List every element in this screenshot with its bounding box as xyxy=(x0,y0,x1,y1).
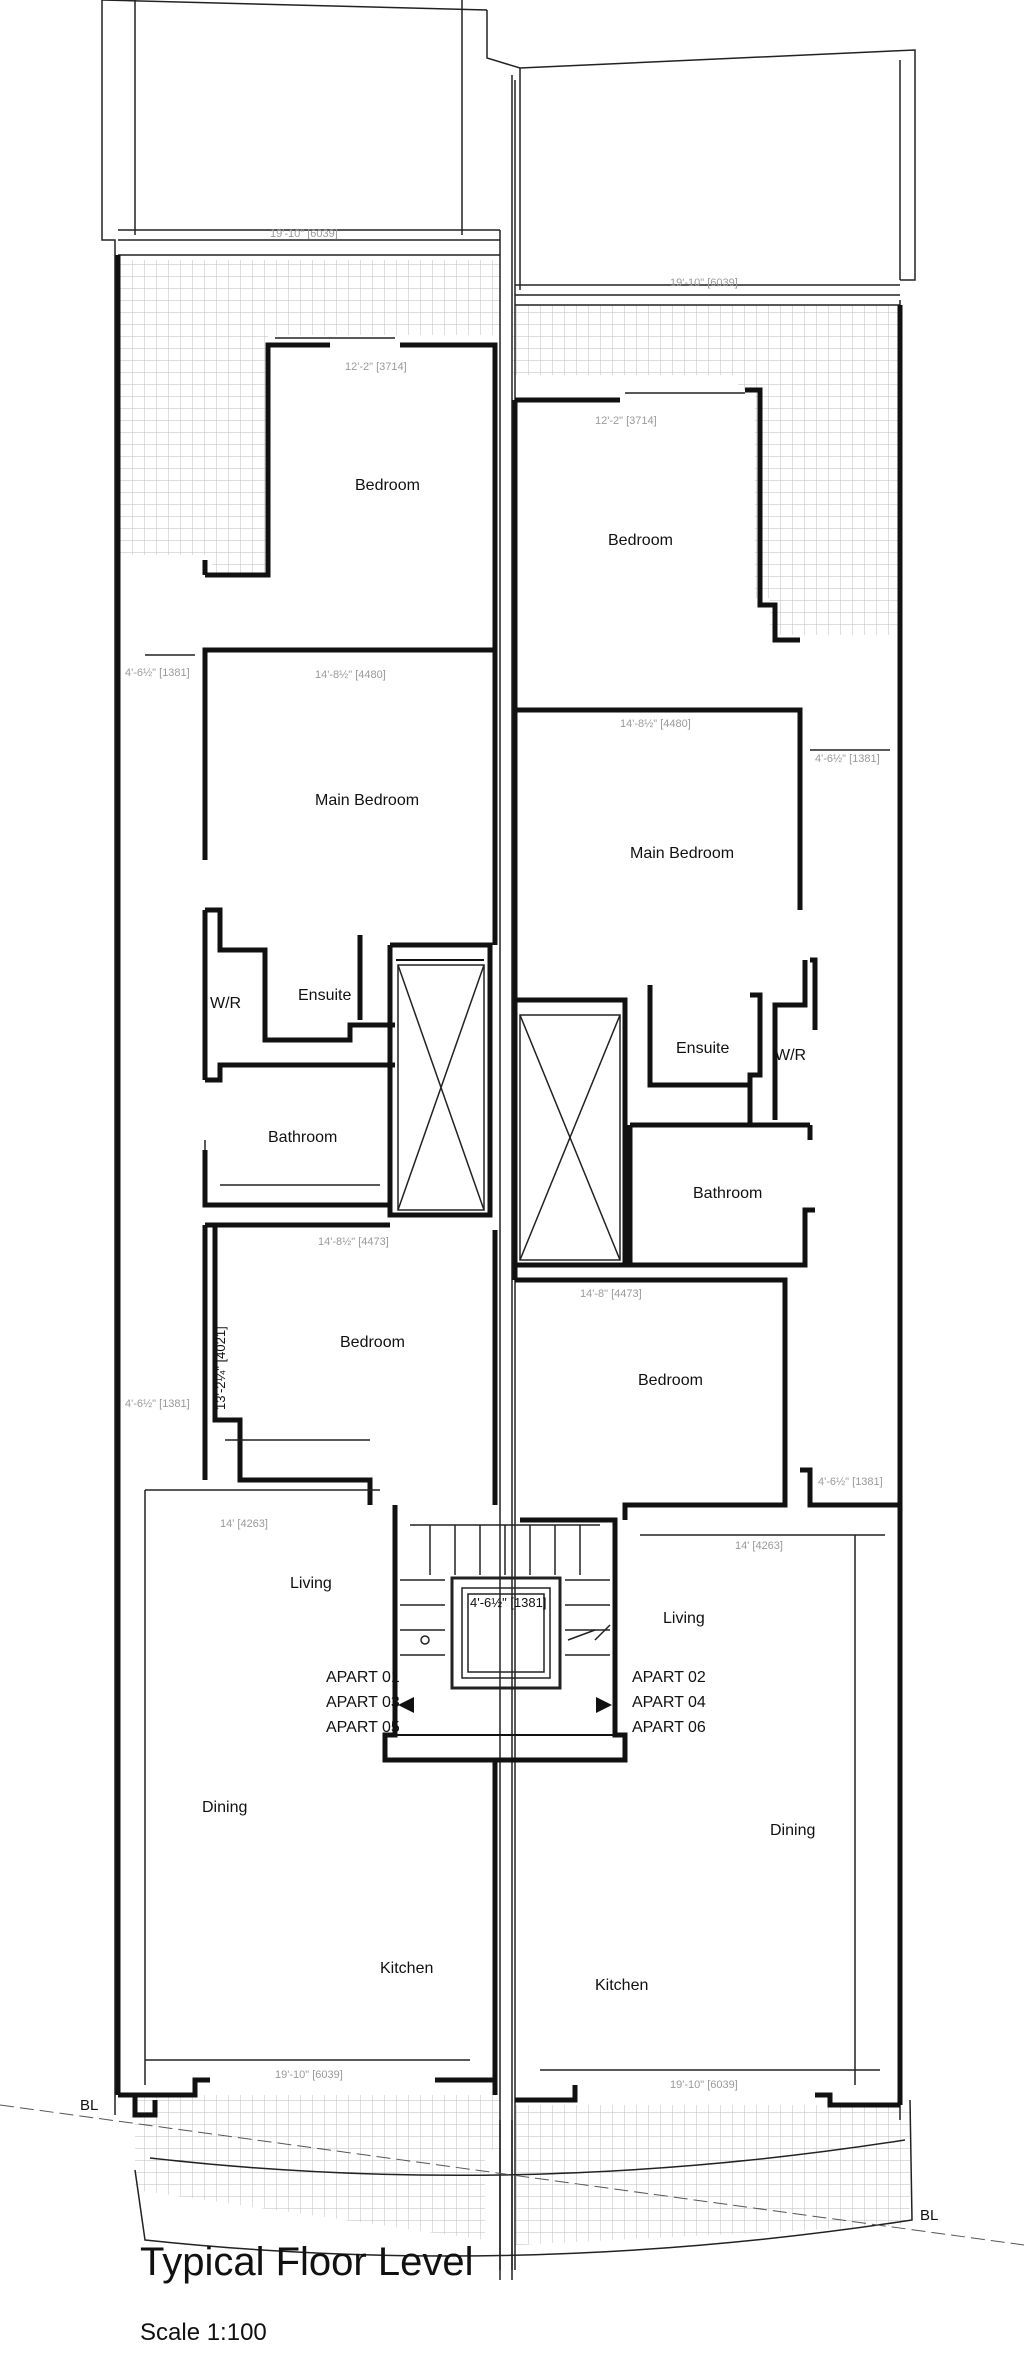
svg-text:4'-6½" [1381]: 4'-6½" [1381] xyxy=(818,1476,883,1488)
svg-text:12'-2" [3714]: 12'-2" [3714] xyxy=(595,415,657,427)
svg-text:4'-6½" [1381]: 4'-6½" [1381] xyxy=(815,753,880,765)
svg-text:19'-10" [6039]: 19'-10" [6039] xyxy=(670,2079,738,2091)
svg-text:14' [4263]: 14' [4263] xyxy=(220,1518,268,1530)
room-label: Bathroom xyxy=(268,1129,337,1146)
room-label: W/R xyxy=(210,995,241,1012)
apartment-label: APART 03 xyxy=(326,1694,400,1711)
room-label: Dining xyxy=(770,1822,815,1839)
svg-text:19'-10" [6039]: 19'-10" [6039] xyxy=(670,277,738,289)
room-label: Ensuite xyxy=(676,1040,729,1057)
room-label: Bedroom xyxy=(355,477,420,494)
bl-marker-left: BL xyxy=(80,2097,98,2114)
svg-text:4'-6½" [1381]: 4'-6½" [1381] xyxy=(125,1398,190,1410)
walls-left xyxy=(115,255,628,2118)
room-label: Kitchen xyxy=(595,1977,648,1994)
svg-text:14' [4263]: 14' [4263] xyxy=(735,1540,783,1552)
room-label: W/R xyxy=(775,1047,806,1064)
lift-shafts xyxy=(397,964,621,1261)
dimensions: 19'-10" [6039] 19'-10" [6039] 12'-2" [37… xyxy=(125,228,883,2091)
boundary-line xyxy=(0,2104,1024,2246)
svg-text:12'-2" [3714]: 12'-2" [3714] xyxy=(345,361,407,373)
room-label: Main Bedroom xyxy=(315,792,419,809)
svg-text:13'-2¼" [4021]: 13'-2¼" [4021] xyxy=(213,1326,228,1410)
apartment-labels: APART 01 APART 03 APART 05 APART 02 APAR… xyxy=(326,1669,706,1736)
drawing-title: Typical Floor Level xyxy=(140,2240,473,2284)
apartment-label: APART 05 xyxy=(326,1719,400,1736)
room-label: Bedroom xyxy=(638,1372,703,1389)
apartment-label: APART 02 xyxy=(632,1669,706,1686)
room-label: Main Bedroom xyxy=(630,845,734,862)
svg-text:14'-8" [4473]: 14'-8" [4473] xyxy=(580,1288,642,1300)
room-labels: Bedroom Main Bedroom W/R Ensuite Bathroo… xyxy=(202,477,815,1994)
room-label: Living xyxy=(290,1575,332,1592)
room-label: Ensuite xyxy=(298,987,351,1004)
stair-core xyxy=(400,1524,611,1690)
apartment-label: APART 06 xyxy=(632,1719,706,1736)
walls-right xyxy=(512,305,903,2108)
tiled-areas xyxy=(118,260,910,2245)
site-boundary xyxy=(101,0,916,2280)
svg-text:14'-8½" [4473]: 14'-8½" [4473] xyxy=(318,1236,389,1248)
room-label: Bedroom xyxy=(608,532,673,549)
stair-dimension: 4'-6½" [1381] xyxy=(470,1595,546,1610)
svg-text:19'-10" [6039]: 19'-10" [6039] xyxy=(270,228,338,240)
svg-text:14'-8½" [4480]: 14'-8½" [4480] xyxy=(315,669,386,681)
svg-text:14'-8½" [4480]: 14'-8½" [4480] xyxy=(620,718,691,730)
openings xyxy=(144,337,890,2085)
svg-text:19'-10" [6039]: 19'-10" [6039] xyxy=(275,2069,343,2081)
svg-text:4'-6½" [1381]: 4'-6½" [1381] xyxy=(125,667,190,679)
room-label: Living xyxy=(663,1610,705,1627)
bl-marker-right: BL xyxy=(920,2207,938,2224)
arrow-right-icon xyxy=(596,1697,612,1713)
drawing-scale: Scale 1:100 xyxy=(140,2319,267,2346)
room-label: Dining xyxy=(202,1799,247,1816)
arrow-left-icon xyxy=(398,1697,414,1713)
room-label: Bedroom xyxy=(340,1334,405,1351)
room-label: Kitchen xyxy=(380,1960,433,1977)
apartment-label: APART 01 xyxy=(326,1669,400,1686)
apartment-label: APART 04 xyxy=(632,1694,706,1711)
room-label: Bathroom xyxy=(693,1185,762,1202)
